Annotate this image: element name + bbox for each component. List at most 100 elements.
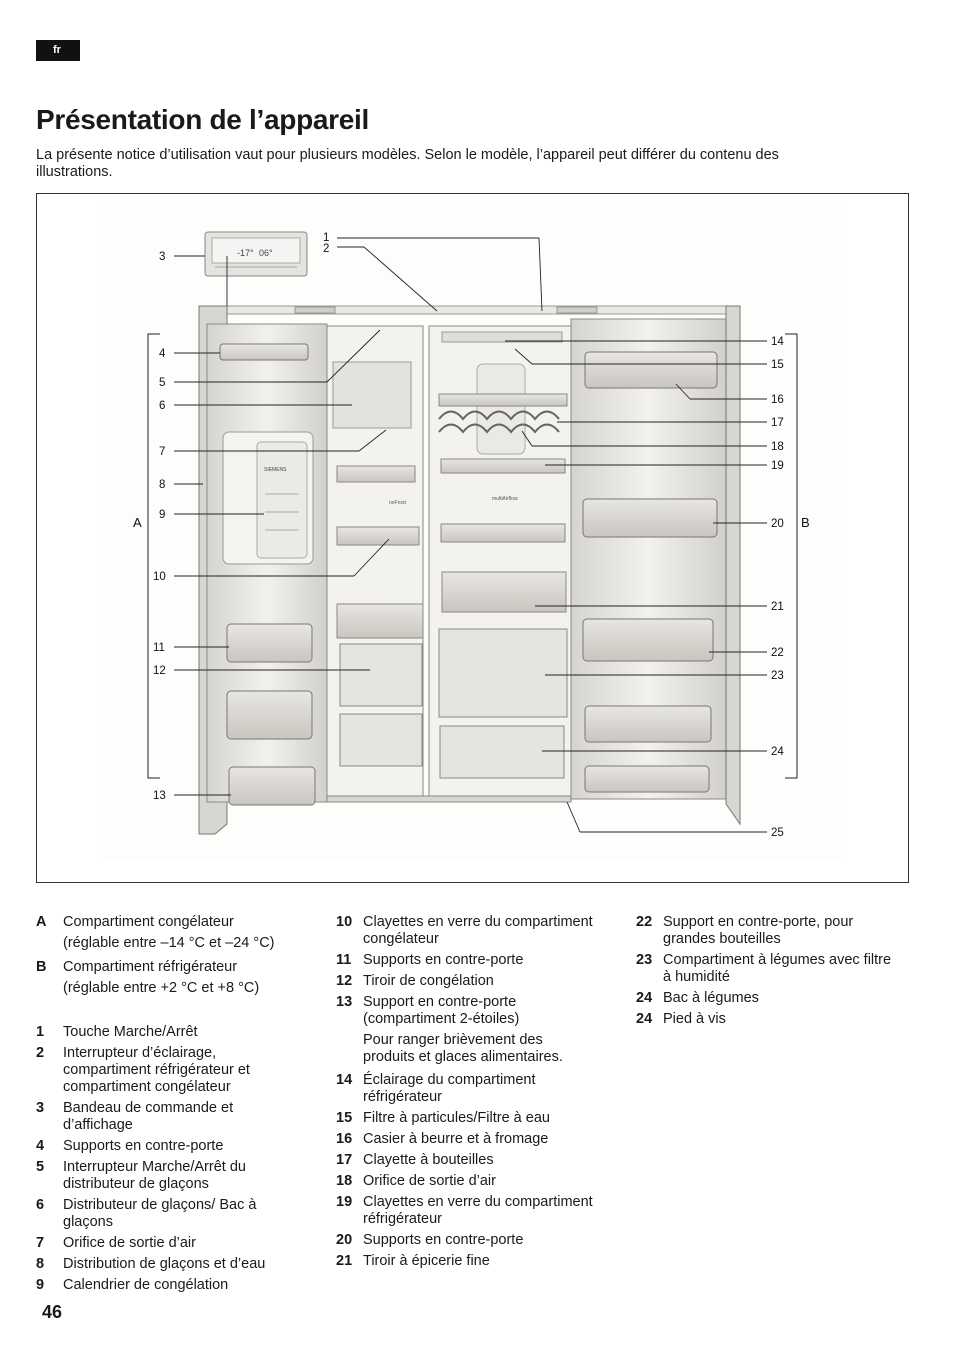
legend-num: 5 xyxy=(36,1159,45,1175)
freezer-compartment: noFrost xyxy=(326,325,424,797)
callout-8: 8 xyxy=(159,479,165,491)
legend-num: 16 xyxy=(336,1131,353,1147)
callout-1: 1 xyxy=(323,232,329,244)
callout-6: 6 xyxy=(159,400,165,412)
legend-text: Distributeur de glaçons/ Bac à glaçons xyxy=(63,1197,257,1230)
legend-item: 13 Support en contre-porte (compartiment … xyxy=(336,994,596,1028)
legend-num: 3 xyxy=(36,1100,45,1116)
legend-num: 7 xyxy=(36,1235,45,1251)
legend-text: Orifice de sortie d’air xyxy=(363,1173,496,1189)
panel-temp-fridge: 06° xyxy=(259,248,273,258)
legend-num: 22 xyxy=(636,914,653,930)
callout-24: 24 xyxy=(771,746,784,758)
legend-item: 5 Interrupteur Marche/Arrêt du distribute… xyxy=(36,1159,306,1193)
legend-text: Pied à vis xyxy=(663,1011,726,1027)
legend-note: Pour ranger brièvement des produits et g… xyxy=(363,1032,563,1065)
legend-text: Supports en contre-porte xyxy=(363,1232,524,1248)
bracket-b xyxy=(785,333,798,779)
callout-20: 20 xyxy=(771,518,784,530)
legend-item: 14 Éclairage du compartiment réfrigérateu… xyxy=(336,1072,596,1106)
legend-text: Filtre à particules/Filtre à eau xyxy=(363,1110,550,1126)
legend-item: 20 Supports en contre-porte xyxy=(336,1232,596,1249)
leader-lines xyxy=(174,237,767,833)
callout-18: 18 xyxy=(771,441,784,453)
appliance-figure: -17° 06° SIEMENS xyxy=(36,193,909,883)
legend-label: Compartiment réfrigérateur xyxy=(63,959,238,975)
legend-item: 22 Support en contre-porte, pour grandes … xyxy=(636,914,896,948)
callout-25: 25 xyxy=(771,827,784,839)
legend-num: 21 xyxy=(336,1253,353,1269)
legend-text: Calendrier de congélation xyxy=(63,1277,229,1293)
legend-num: 12 xyxy=(336,973,353,989)
legend-num: 14 xyxy=(336,1072,353,1088)
callout-15: 15 xyxy=(771,359,784,371)
legend-num: 4 xyxy=(36,1138,45,1154)
callout-17: 17 xyxy=(771,417,784,429)
legend-text: Clayettes en verre du compartiment réfri… xyxy=(363,1194,593,1227)
legend-key: A xyxy=(36,914,47,930)
legend-item: 9 Calendrier de congélation xyxy=(36,1277,306,1294)
callout-7: 7 xyxy=(159,446,165,458)
callout-2: 2 xyxy=(323,243,329,255)
callout-22: 22 xyxy=(771,647,784,659)
legend-text: Touche Marche/Arrêt xyxy=(63,1024,198,1040)
legend-num: 17 xyxy=(336,1152,353,1168)
legend-num: 19 xyxy=(336,1194,353,1210)
legend-text: Éclairage du compartiment réfrigérateur xyxy=(363,1072,536,1105)
legend-num: 20 xyxy=(336,1232,353,1248)
legend-text: Supports en contre-porte xyxy=(63,1138,224,1154)
callout-11: 11 xyxy=(153,642,165,654)
bracket-a xyxy=(147,333,160,779)
control-panel: -17° 06° xyxy=(204,231,308,277)
legend-text: Interrupteur Marche/Arrêt du distributeu… xyxy=(63,1159,246,1192)
legend-item: 8 Distribution de glaçons et d’eau xyxy=(36,1256,306,1273)
legend-item: 7 Orifice de sortie d’air xyxy=(36,1235,306,1252)
nofrost-label: noFrost xyxy=(389,500,407,506)
legend-text: Tiroir à épicerie fine xyxy=(363,1253,490,1269)
legend-column-3: 22 Support en contre-porte, pour grandes … xyxy=(636,914,896,1032)
legend-text: Clayettes en verre du compartiment congé… xyxy=(363,914,593,947)
callout-14: 14 xyxy=(771,336,784,348)
legend-text: Support en contre-porte (compartiment 2-… xyxy=(363,994,520,1027)
callout-10: 10 xyxy=(153,571,166,583)
legend-text: Compartiment à légumes avec filtre à hum… xyxy=(663,952,892,985)
legend-item: 4 Supports en contre-porte xyxy=(36,1138,306,1155)
legend-key: B xyxy=(36,959,47,975)
legend-num: 8 xyxy=(36,1256,45,1272)
legend-num: 15 xyxy=(336,1110,353,1126)
legend-num: 18 xyxy=(336,1173,353,1189)
legend-item: 15 Filtre à particules/Filtre à eau xyxy=(336,1110,596,1127)
legend-text: Bac à légumes xyxy=(663,990,759,1006)
callout-12: 12 xyxy=(153,665,166,677)
legend-text: Orifice de sortie d’air xyxy=(63,1235,196,1251)
legend-section-b: B Compartiment réfrigérateur(réglable en… xyxy=(36,959,306,1000)
legend-section-a: A Compartiment congélateur(réglable entr… xyxy=(36,914,306,955)
legend-num: 24 xyxy=(636,1011,653,1027)
fridge-compartment: multiAirflow xyxy=(428,325,572,797)
legend-num: 13 xyxy=(336,994,353,1010)
legend-item: 19 Clayettes en verre du compartiment réf… xyxy=(336,1194,596,1228)
callout-4: 4 xyxy=(159,348,166,360)
freezer-door: SIEMENS xyxy=(198,305,328,835)
callout-3: 3 xyxy=(159,251,165,263)
legend-text: Support en contre-porte, pour grandes bo… xyxy=(663,914,854,947)
legend-num: 9 xyxy=(36,1277,45,1293)
callout-5: 5 xyxy=(159,377,165,389)
page-number: 46 xyxy=(42,1302,63,1322)
legend-text: Supports en contre-porte xyxy=(363,952,524,968)
callout-9: 9 xyxy=(159,509,165,521)
multiairflow-label: multiAirflow xyxy=(492,496,518,502)
callout-16: 16 xyxy=(771,394,784,406)
legend-text: Distribution de glaçons et d’eau xyxy=(63,1256,266,1272)
